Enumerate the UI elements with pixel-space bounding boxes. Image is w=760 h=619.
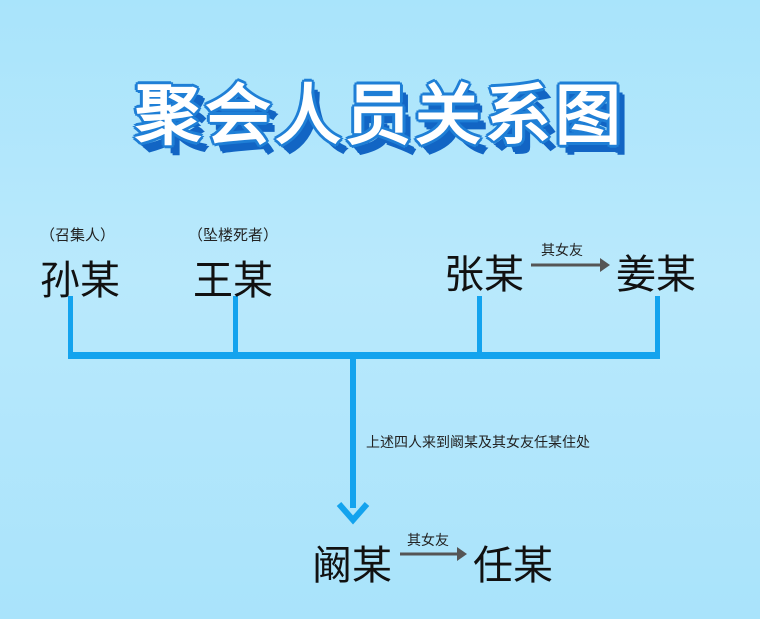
diagram-title: 聚会人员关系图 bbox=[135, 77, 625, 154]
connector-sun bbox=[68, 296, 73, 358]
person-sun: 孙某 bbox=[40, 258, 120, 304]
person-ren: 任某 bbox=[473, 543, 553, 589]
arrow-zhang-jiang-head bbox=[600, 258, 610, 272]
relation-label-yan-ren: 其女友 bbox=[407, 533, 449, 549]
arrow-down-head bbox=[336, 502, 370, 525]
connector-zhang bbox=[477, 296, 482, 358]
connector-wang bbox=[233, 296, 238, 358]
person-zhang: 张某 bbox=[444, 252, 524, 298]
sun-note: （召集人） bbox=[40, 226, 116, 244]
relation-label-zhang-jiang: 其女友 bbox=[541, 243, 583, 259]
person-jiang: 姜某 bbox=[616, 252, 696, 298]
person-wang: 王某 bbox=[193, 258, 273, 304]
connector-trunk bbox=[350, 358, 356, 508]
connector-bar bbox=[68, 352, 660, 359]
arrow-yan-ren-head bbox=[457, 547, 467, 561]
person-yan: 阚某 bbox=[312, 543, 392, 589]
connector-jiang bbox=[655, 296, 660, 358]
wang-note: （坠楼死者） bbox=[188, 226, 279, 244]
flow-label: 上述四人来到阚某及其女友任某住处 bbox=[366, 435, 590, 451]
